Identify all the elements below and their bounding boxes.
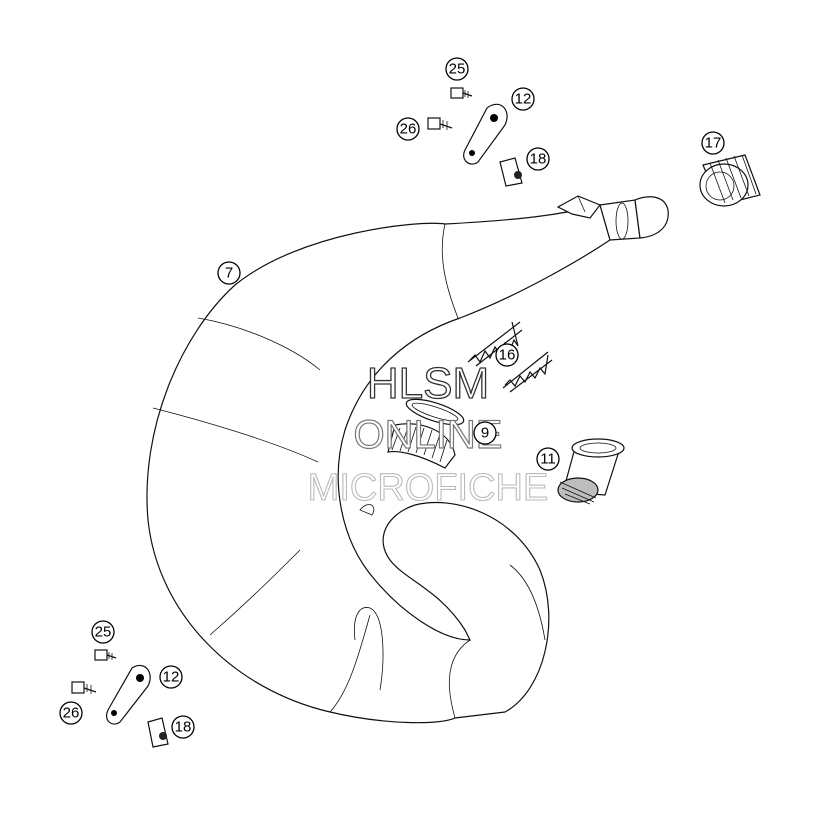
- callout-18-lower[interactable]: 18: [171, 715, 195, 739]
- svg-text:11: 11: [540, 451, 556, 468]
- spring-nut-part-18-upper[interactable]: [499, 157, 523, 187]
- svg-text:7: 7: [225, 265, 233, 282]
- clamp-bracket-part-12-upper[interactable]: [463, 103, 508, 165]
- watermark-line-2: ONLINE: [354, 413, 503, 457]
- spring-nut-part-18-lower[interactable]: [147, 717, 169, 748]
- screw-part-26-lower[interactable]: [71, 681, 97, 694]
- svg-text:25: 25: [95, 624, 112, 641]
- callout-11[interactable]: 11: [536, 447, 560, 471]
- screw-part-26-upper[interactable]: [427, 117, 453, 130]
- svg-text:9: 9: [481, 425, 489, 442]
- svg-text:18: 18: [175, 719, 192, 736]
- svg-text:12: 12: [515, 91, 532, 108]
- callout-16[interactable]: 16: [495, 343, 519, 367]
- svg-text:17: 17: [705, 135, 722, 152]
- svg-text:12: 12: [163, 669, 180, 686]
- watermark-line-3: MICROFICHE: [308, 467, 549, 509]
- screw-part-25-upper[interactable]: [450, 87, 473, 99]
- callout-17[interactable]: 17: [701, 131, 725, 155]
- watermark-line-1: HLSM: [367, 359, 489, 408]
- screw-part-25-lower[interactable]: [94, 649, 117, 661]
- callout-26-lower[interactable]: 26: [59, 701, 83, 725]
- o-ring-part-9[interactable]: [404, 394, 467, 430]
- svg-text:18: 18: [530, 151, 547, 168]
- callout-12-lower[interactable]: 12: [159, 665, 183, 689]
- svg-text:26: 26: [400, 121, 417, 138]
- callout-12-upper[interactable]: 12: [511, 87, 535, 111]
- callout-9[interactable]: 9: [473, 421, 497, 445]
- watermark: HLSM ONLINE MICROFICHE: [307, 358, 549, 509]
- callout-25-upper[interactable]: 25: [445, 57, 469, 81]
- svg-text:25: 25: [449, 61, 466, 78]
- svg-text:16: 16: [499, 347, 516, 364]
- exhaust-pipe-part-7[interactable]: [146, 195, 669, 724]
- svg-text:26: 26: [63, 705, 80, 722]
- silencer-insert-part-11[interactable]: [557, 438, 625, 505]
- callout-7[interactable]: 7: [217, 261, 241, 285]
- callout-25-lower[interactable]: 25: [91, 620, 115, 644]
- rubber-sleeve-part-17[interactable]: [699, 154, 761, 207]
- callout-18-upper[interactable]: 18: [526, 147, 550, 171]
- callout-26-upper[interactable]: 26: [396, 117, 420, 141]
- clamp-bracket-part-12-lower[interactable]: [106, 664, 151, 725]
